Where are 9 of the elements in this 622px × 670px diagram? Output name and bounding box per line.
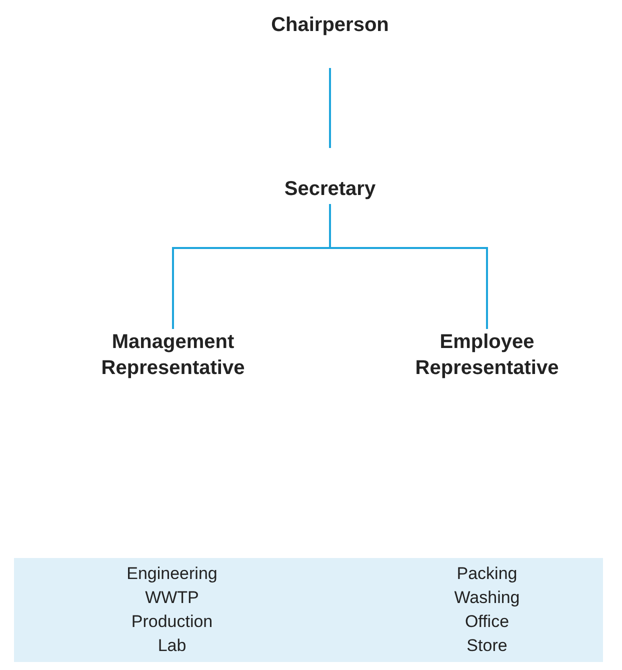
- role-title: Chairperson: [270, 12, 390, 40]
- connector-line: [329, 68, 331, 148]
- role-title: Secretary: [270, 176, 390, 204]
- connector-line: [329, 204, 488, 329]
- role-title: Employee Representative: [377, 329, 597, 383]
- role-title: Management Representative: [62, 329, 284, 383]
- department-list: Engineering WWTP Production Lab: [126, 562, 218, 658]
- department-panel: [14, 558, 603, 662]
- department-list: Packing Washing Office Store: [454, 562, 520, 658]
